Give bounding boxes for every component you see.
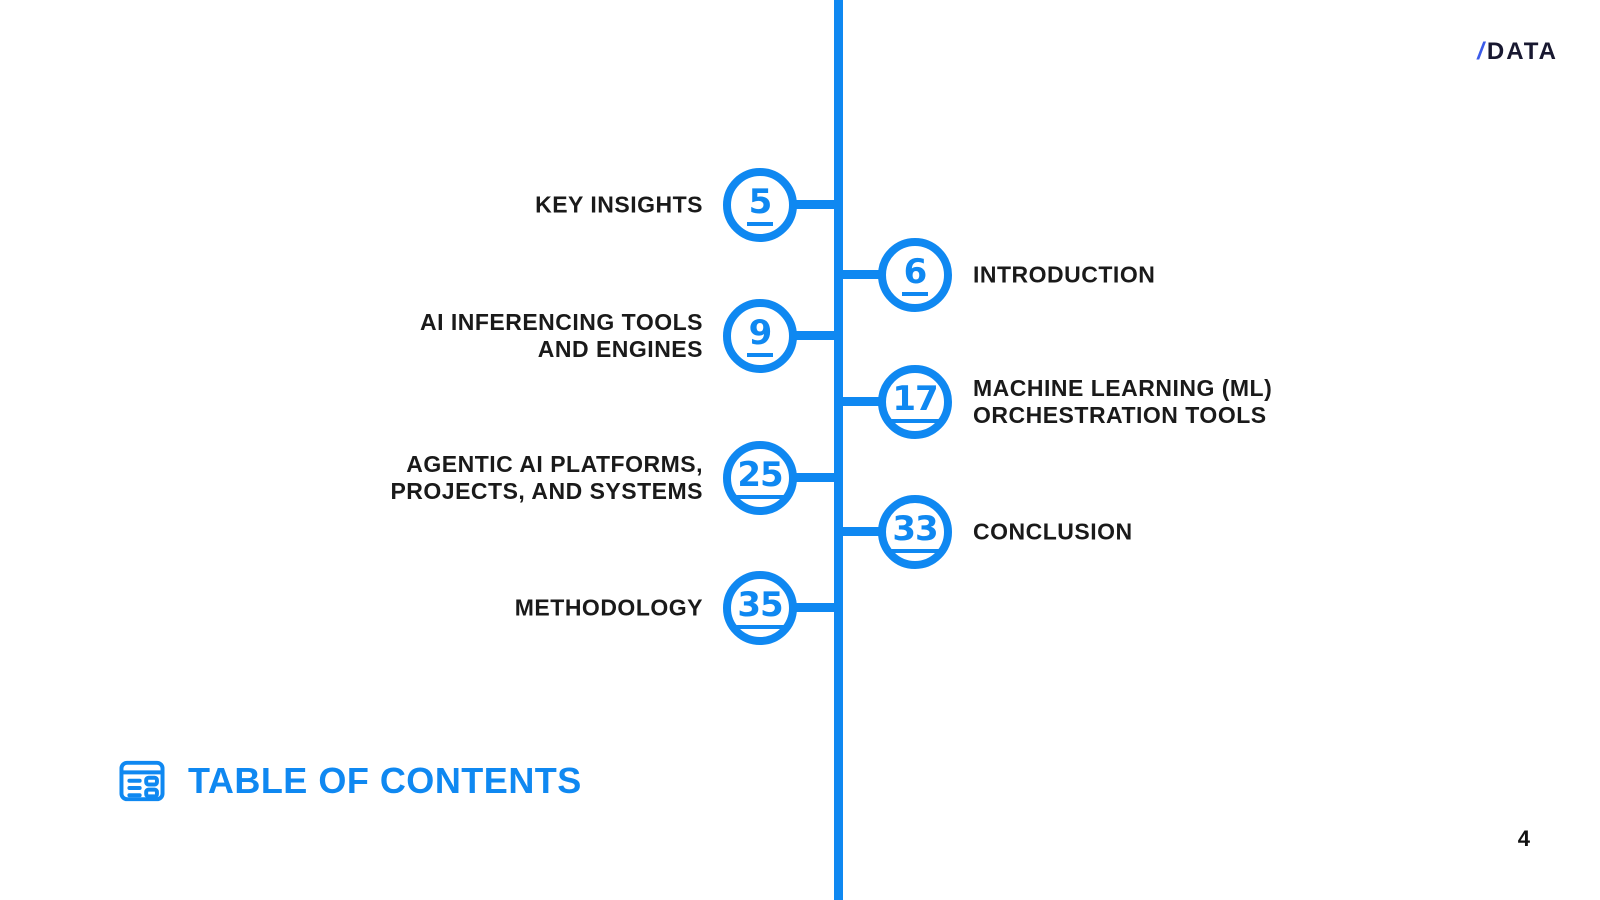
toc-node-circle-introduction[interactable]: 6 [878, 238, 952, 312]
page-number-badge: 35 [735, 588, 785, 629]
node-connector [760, 473, 843, 482]
toc-label-agentic-ai[interactable]: AGENTIC AI PLATFORMS, PROJECTS, AND SYST… [390, 451, 703, 504]
node-connector [760, 200, 843, 209]
title-block: TABLE OF CONTENTS [113, 753, 582, 809]
node-connector [760, 331, 843, 340]
table-of-contents-icon [119, 760, 165, 802]
page-number-badge: 25 [735, 458, 785, 499]
toc-label-key-insights[interactable]: KEY INSIGHTS [535, 191, 703, 218]
page-number-badge: 17 [890, 382, 940, 423]
toc-label-methodology[interactable]: METHODOLOGY [514, 594, 703, 621]
toc-node-circle-conclusion[interactable]: 33 [878, 495, 952, 569]
timeline-spine [834, 0, 843, 900]
logo-wordmark: DATA [1486, 38, 1558, 65]
page-number-badge: 9 [746, 316, 774, 357]
slide-page-number: 4 [1517, 826, 1530, 851]
page-number-badge: 5 [746, 185, 774, 226]
page-title: TABLE OF CONTENTS [188, 760, 582, 801]
toc-label-ml-orchestration[interactable]: MACHINE LEARNING (ML) ORCHESTRATION TOOL… [973, 375, 1273, 428]
toc-node-circle-methodology[interactable]: 35 [723, 571, 797, 645]
toc-label-ai-inferencing[interactable]: AI INFERENCING TOOLS AND ENGINES [419, 309, 703, 362]
node-connector [834, 527, 915, 536]
page-number-badge: 6 [901, 255, 929, 296]
node-connector [760, 603, 843, 612]
toc-node-circle-key-insights[interactable]: 5 [723, 168, 797, 242]
toc-label-conclusion[interactable]: CONCLUSION [973, 518, 1133, 545]
toc-node-circle-agentic-ai[interactable]: 25 [723, 441, 797, 515]
toc-node-circle-ai-inferencing[interactable]: 9 [723, 299, 797, 373]
node-connector [834, 397, 915, 406]
toc-node-circle-ml-orchestration[interactable]: 17 [878, 365, 952, 439]
slashdata-logo: /DATA [1477, 38, 1558, 66]
toc-label-introduction[interactable]: INTRODUCTION [973, 261, 1156, 288]
logo-slash-icon: / [1477, 38, 1486, 65]
node-connector [834, 270, 915, 279]
page-number-badge: 33 [890, 512, 940, 553]
